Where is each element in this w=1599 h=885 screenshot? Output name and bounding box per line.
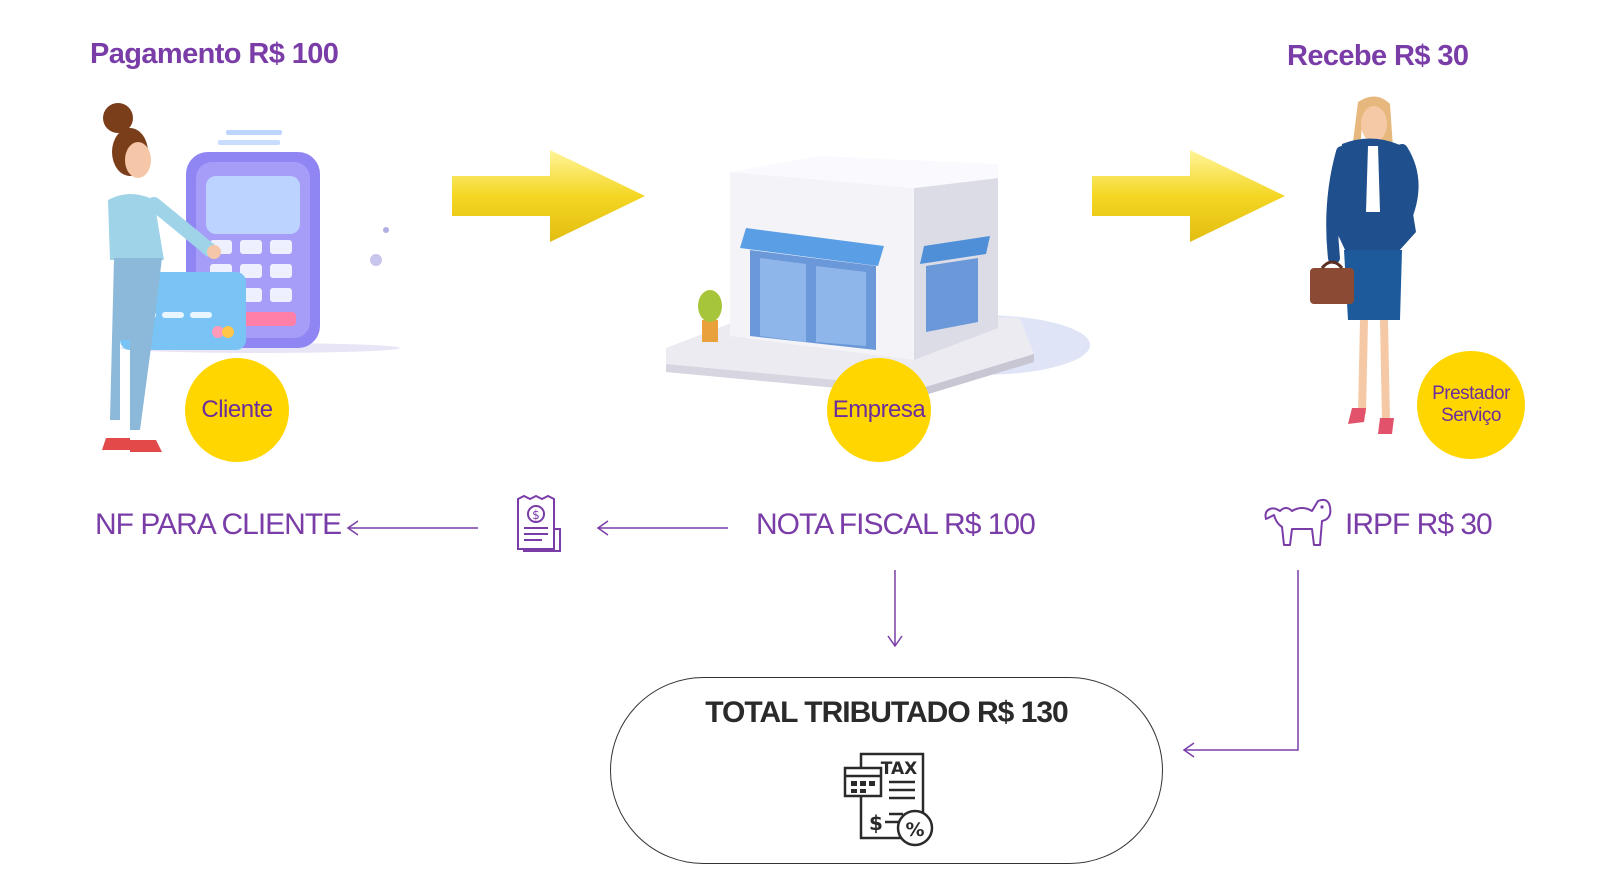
arrow-left-1 — [346, 520, 478, 536]
svg-text:%: % — [905, 819, 924, 841]
arrow-down — [887, 570, 903, 648]
irpf-label: IRPF R$ 30 — [1345, 508, 1493, 541]
cashier-woman-illustration — [102, 103, 400, 452]
tax-document-icon: TAX $ % — [843, 752, 934, 847]
invoice-label: NOTA FISCAL R$ 100 — [756, 508, 1036, 541]
company-badge: Empresa — [827, 358, 931, 462]
svg-text:$: $ — [532, 508, 540, 522]
total-label: TOTAL TRIBUTADO R$ 130 — [705, 696, 1069, 729]
businesswoman-illustration — [1310, 96, 1419, 434]
yellow-arrow-1 — [452, 150, 645, 242]
provider-badge: Prestador Serviço — [1417, 351, 1525, 459]
receive-title: Recebe R$ 30 — [1287, 40, 1469, 72]
nf-client-label: NF PARA CLIENTE — [95, 508, 342, 541]
arrow-elbow — [1182, 570, 1299, 758]
total-pill: TOTAL TRIBUTADO R$ 130 TAX $ % — [610, 677, 1163, 864]
provider-badge-line2: Serviço — [1441, 405, 1501, 426]
storefront-illustration — [666, 156, 1090, 396]
tax-icon-text: TAX — [881, 759, 918, 779]
svg-text:$: $ — [869, 811, 883, 835]
provider-badge-line1: Prestador — [1432, 383, 1510, 404]
lion-icon — [1264, 498, 1332, 546]
client-badge: Cliente — [185, 358, 289, 462]
yellow-arrow-2 — [1092, 150, 1285, 242]
arrow-left-2 — [596, 520, 728, 536]
receipt-icon: $ — [517, 494, 561, 552]
payment-title: Pagamento R$ 100 — [90, 38, 339, 70]
